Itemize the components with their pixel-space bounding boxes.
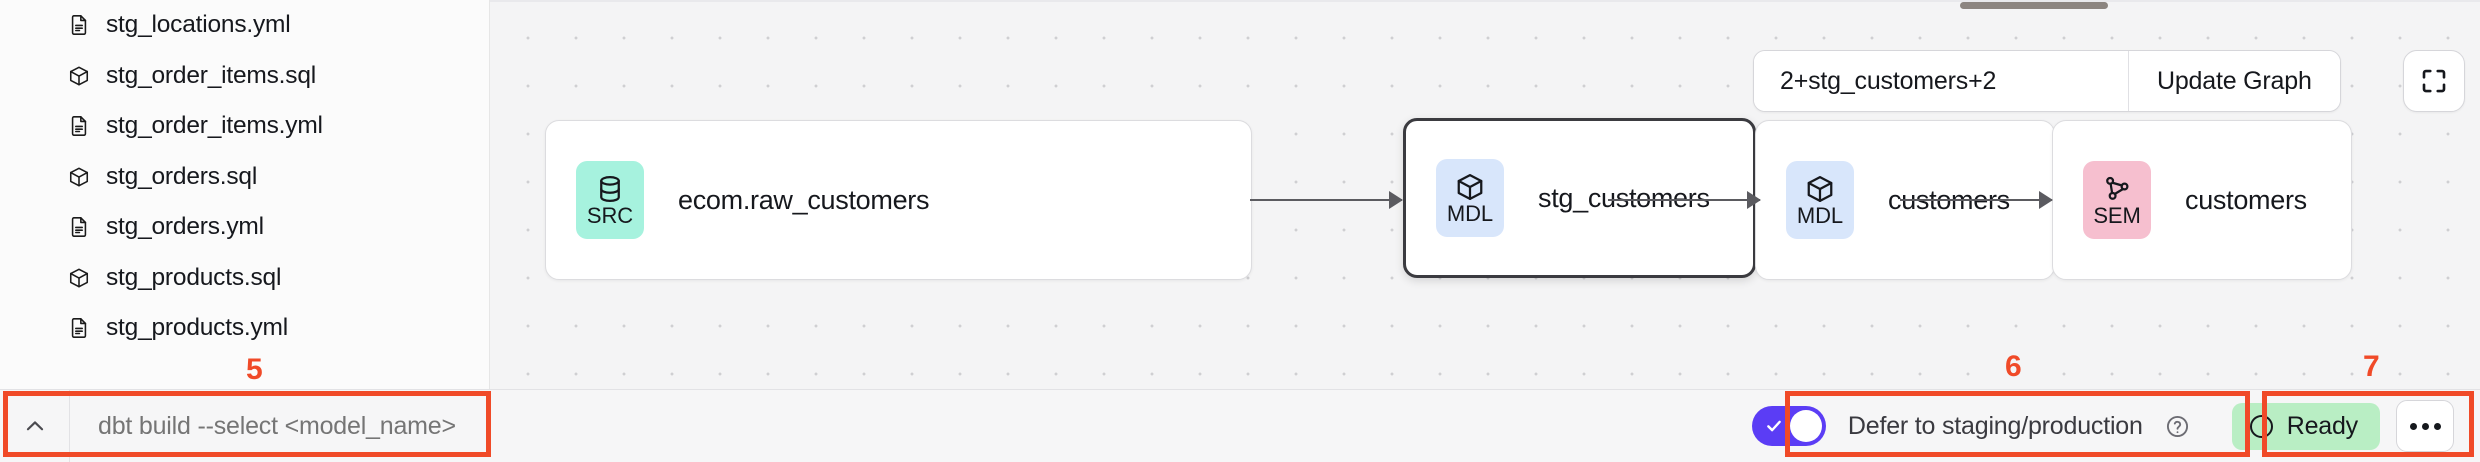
check-icon — [1765, 417, 1783, 435]
node-badge-sem: SEM — [2083, 161, 2151, 239]
main-body: stg_locations.yml stg_order_items.sql — [0, 0, 2480, 389]
graph-edge-mart-to-sem — [1900, 199, 2052, 201]
terminal-command-bar — [0, 390, 490, 462]
panel-resize-handle[interactable] — [1960, 2, 2108, 9]
file-item-label: stg_products.sql — [106, 263, 282, 291]
model-cube-icon — [68, 267, 90, 289]
graph-node-label: customers — [2185, 184, 2307, 215]
status-ready-group: Ready — [2212, 390, 2480, 462]
ellipsis-icon — [2433, 422, 2441, 430]
file-yml-icon — [68, 216, 90, 238]
graph-node-customers-semantic[interactable]: SEM customers — [2052, 120, 2352, 280]
fit-view-button[interactable] — [2402, 50, 2465, 112]
annotation-number-6: 6 — [2005, 350, 2022, 383]
file-item-label: stg_order_items.yml — [106, 112, 323, 140]
node-badge-mdl: MDL — [1786, 161, 1854, 239]
defer-toggle-group: Defer to staging/production — [1730, 390, 2212, 462]
graph-node-label: stg_customers — [1538, 182, 1710, 213]
file-yml-icon — [68, 115, 90, 137]
bottom-status-bar: Defer to staging/production Ready — [0, 389, 2480, 462]
graph-selector-group: Update Graph — [1753, 50, 2341, 112]
terminal-collapse-button[interactable] — [0, 390, 70, 462]
status-badge[interactable]: Ready — [2231, 402, 2380, 450]
file-item-stg-order-items-sql[interactable]: stg_order_items.sql — [0, 51, 489, 102]
file-item-stg-products-yml[interactable]: stg_products.yml — [0, 303, 489, 354]
file-item-label: stg_locations.yml — [106, 11, 291, 39]
terminal-command-input[interactable] — [70, 390, 490, 462]
graph-toolbar: Update Graph — [1753, 50, 2480, 112]
selector-divider — [2128, 51, 2129, 111]
update-graph-button[interactable]: Update Graph — [2129, 51, 2340, 111]
defer-toggle[interactable] — [1751, 406, 1826, 446]
node-badge-label: SRC — [586, 202, 634, 228]
file-item-stg-orders-yml[interactable]: stg_orders.yml — [0, 202, 489, 253]
model-cube-icon — [1805, 174, 1835, 204]
file-item-label: stg_order_items.sql — [106, 61, 316, 89]
graph-node-src-ecom-raw-customers[interactable]: SRC ecom.raw_customers — [545, 120, 1252, 280]
file-item-stg-orders-sql[interactable]: stg_orders.sql — [0, 152, 489, 203]
model-cube-icon — [68, 166, 90, 188]
graph-edge-stg-to-mart — [1608, 199, 1760, 201]
graph-node-stg-customers[interactable]: MDL stg_customers — [1403, 118, 1756, 278]
database-icon — [595, 174, 625, 204]
canvas-top-divider — [490, 0, 2480, 2]
graph-edge-src-to-stg — [1250, 199, 1402, 201]
file-item-stg-products-sql[interactable]: stg_products.sql — [0, 253, 489, 304]
help-circle-icon[interactable] — [2165, 414, 2190, 439]
file-explorer-sidebar: stg_locations.yml stg_order_items.sql — [0, 0, 490, 389]
node-badge-label: MDL — [1796, 202, 1844, 228]
file-yml-icon — [68, 317, 90, 339]
node-badge-src: SRC — [576, 161, 644, 239]
file-item-stg-order-items-yml[interactable]: stg_order_items.yml — [0, 101, 489, 152]
file-item-label: stg_orders.sql — [106, 162, 258, 190]
file-item-label: stg_products.yml — [106, 314, 288, 342]
chevron-up-icon — [22, 413, 48, 439]
file-item-stg-locations-yml[interactable]: stg_locations.yml — [0, 0, 489, 51]
file-yml-icon — [68, 14, 90, 36]
graph-selector-input[interactable] — [1754, 51, 2128, 111]
model-cube-icon — [1455, 172, 1485, 202]
annotation-number-5: 5 — [246, 353, 263, 386]
node-badge-label: SEM — [2093, 202, 2141, 228]
model-cube-icon — [68, 65, 90, 87]
ellipsis-icon — [2409, 422, 2417, 430]
ellipsis-icon — [2421, 422, 2429, 430]
semantic-graph-icon — [2102, 174, 2132, 204]
toggle-knob — [1789, 410, 1822, 442]
fit-view-icon — [2419, 66, 2449, 96]
file-list: stg_locations.yml stg_order_items.sql — [0, 0, 489, 354]
annotation-number-7: 7 — [2363, 350, 2380, 383]
more-options-button[interactable] — [2396, 400, 2454, 452]
file-item-label: stg_orders.yml — [106, 213, 264, 241]
node-badge-mdl: MDL — [1436, 159, 1504, 237]
lineage-graph-canvas[interactable]: Update Graph — [490, 0, 2480, 389]
circle-icon — [2249, 414, 2273, 438]
defer-label: Defer to staging/production — [1847, 411, 2143, 440]
status-badge-label: Ready — [2286, 411, 2358, 440]
graph-node-label: ecom.raw_customers — [678, 184, 930, 215]
node-badge-label: MDL — [1446, 200, 1494, 226]
